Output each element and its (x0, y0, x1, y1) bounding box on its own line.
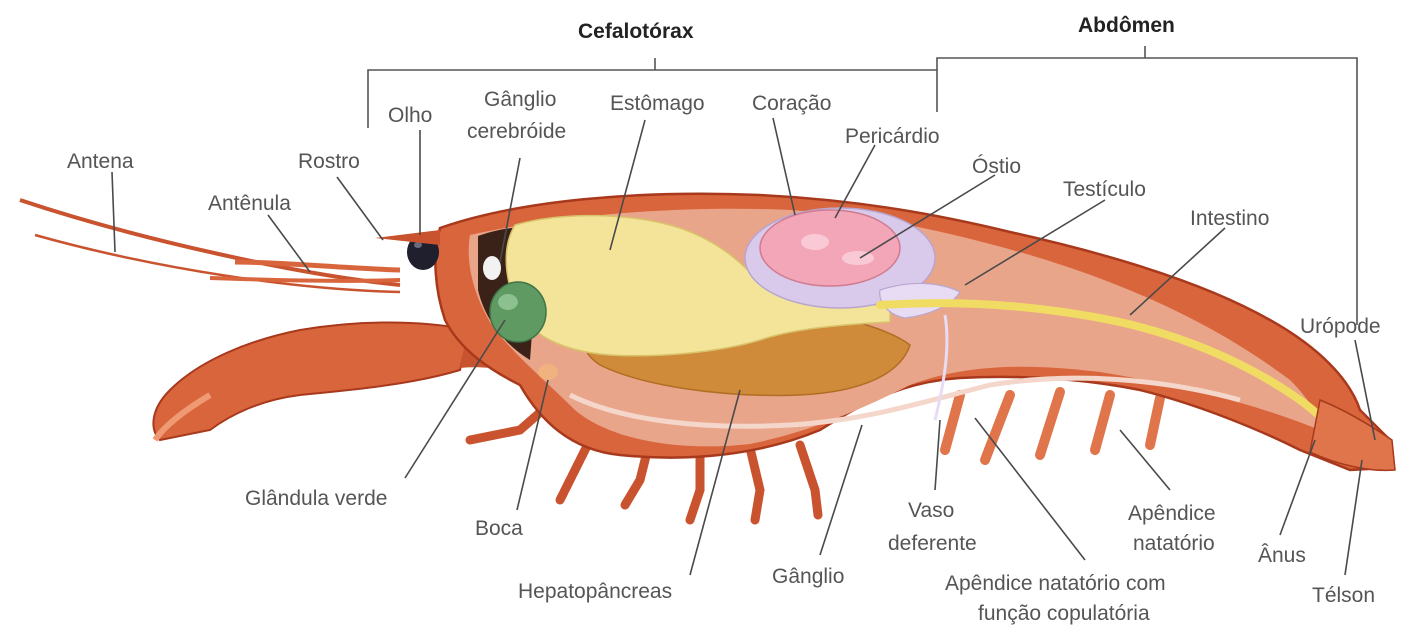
crayfish-illustration (20, 194, 1395, 520)
swimmerets (945, 392, 1160, 460)
label-rostro: Rostro (298, 150, 360, 173)
cephalothorax-header: Cefalotórax (578, 20, 694, 43)
label-apendice-natatorio-2: natatório (1133, 532, 1215, 555)
label-antena: Antena (67, 150, 134, 173)
label-estomago: Estômago (610, 92, 705, 115)
label-hepatopancreas: Hepatopâncreas (518, 580, 672, 603)
heart-shape (760, 210, 900, 286)
label-ostio: Óstio (972, 155, 1021, 178)
label-vaso-deferente-1: Vaso (908, 499, 954, 522)
label-uropode: Urópode (1300, 315, 1381, 338)
label-testiculo: Testículo (1063, 178, 1146, 201)
label-pericardio: Pericárdio (845, 125, 940, 148)
label-apendice-natatorio-1: Apêndice (1128, 502, 1216, 525)
label-olho: Olho (388, 104, 432, 127)
label-ganglio-cerebroide-2: cerebróide (467, 120, 566, 143)
label-vaso-deferente-2: deferente (888, 532, 977, 555)
green-gland-shape (490, 282, 546, 342)
label-ganglio: Gânglio (772, 565, 844, 588)
mouth-shape (538, 364, 558, 380)
label-apendice-copulatorio-2: função copulatória (978, 602, 1150, 625)
claw-shape (153, 323, 470, 441)
label-boca: Boca (475, 517, 523, 540)
abdomen-header: Abdômen (1078, 14, 1175, 37)
label-coracao: Coração (752, 92, 831, 115)
label-anus: Ânus (1258, 544, 1306, 567)
label-ganglio-cerebroide-1: Gânglio (484, 88, 556, 111)
label-apendice-copulatorio-1: Apêndice natatório com (945, 572, 1166, 595)
label-antenula: Antênula (208, 192, 291, 215)
label-telson: Télson (1312, 584, 1375, 607)
label-glandula-verde: Glândula verde (245, 487, 387, 510)
rostrum-shape (375, 230, 440, 245)
antennule-shape (235, 262, 400, 270)
label-intestino: Intestino (1190, 207, 1269, 230)
